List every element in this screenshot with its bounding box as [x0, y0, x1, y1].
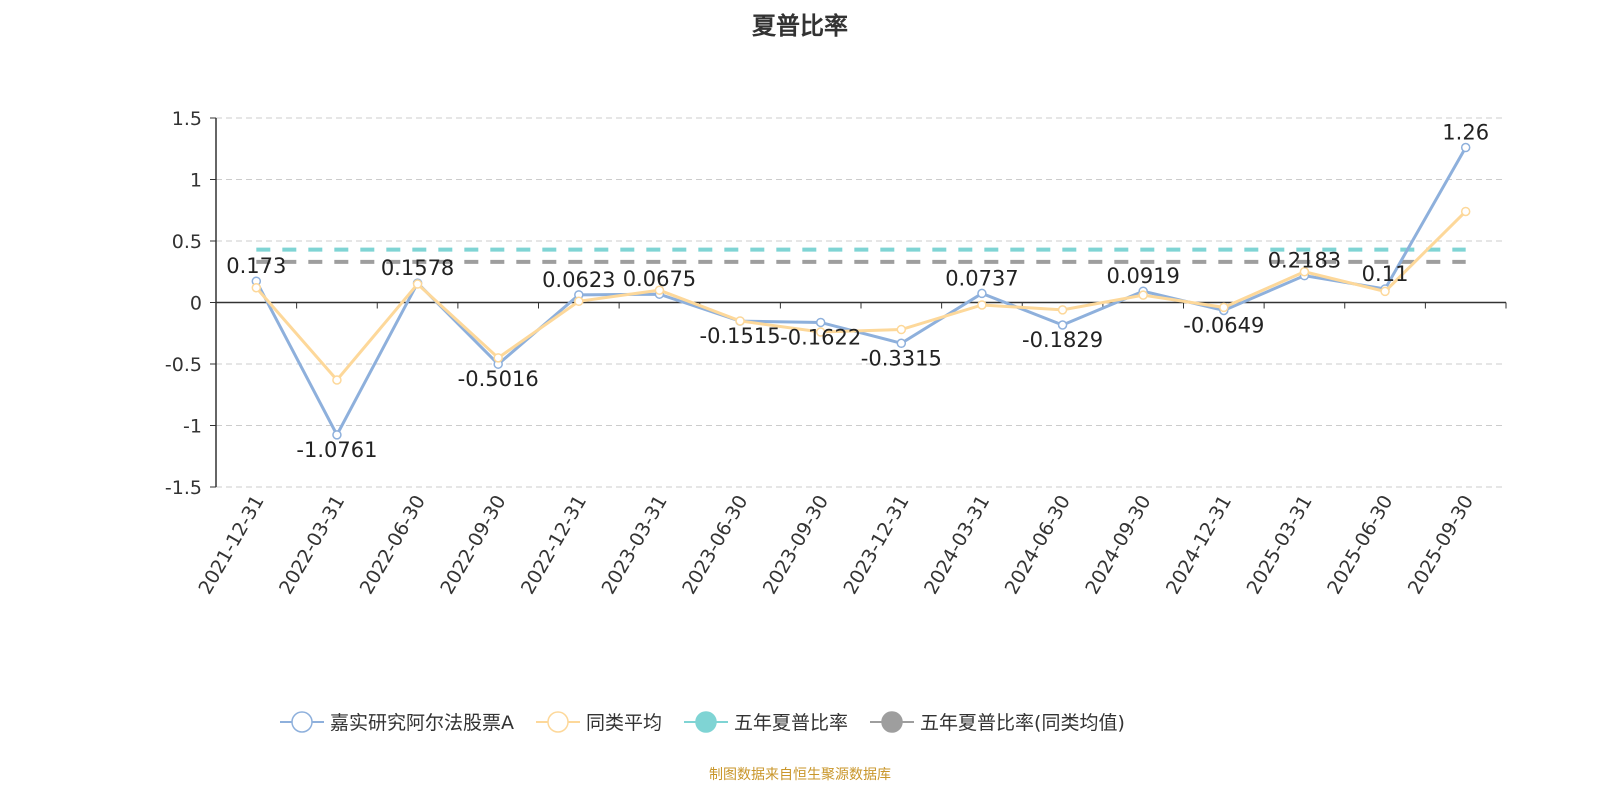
fund-point [1460, 142, 1471, 153]
peer-average-line [255, 210, 1467, 383]
legend-marker-icon [536, 710, 580, 733]
y-tick-label: 1 [190, 170, 202, 192]
data-label: -0.5016 [458, 367, 539, 391]
x-tick-label: 2022-06-30 [356, 492, 430, 599]
fund-point [896, 338, 907, 349]
fund-point [332, 430, 342, 440]
legend: 嘉实研究阿尔法股票A 同类平均 五年夏普比率 五年夏普比率(同类均值) [280, 708, 1125, 735]
x-tick-label: 2021-12-31 [194, 492, 268, 599]
x-tick-label: 2022-12-31 [517, 492, 591, 599]
peer-point [574, 296, 584, 307]
x-tick-label: 2025-03-31 [1243, 492, 1317, 599]
legend-marker-icon [684, 710, 729, 733]
peer-point [412, 279, 423, 289]
peer-point [896, 324, 907, 335]
fund-point [815, 317, 826, 328]
peer-point [1299, 267, 1310, 277]
data-label: 0.0675 [623, 267, 696, 291]
x-tick-label: 2023-09-30 [759, 492, 833, 599]
data-label: -0.1829 [1022, 328, 1103, 352]
legend-item[interactable]: 五年夏普比率 [684, 708, 848, 735]
data-label: 0.2183 [1268, 249, 1341, 273]
chart-title: 夏普比率 [752, 12, 848, 40]
y-tick-label: -0.5 [165, 354, 202, 376]
x-tick-label: 2024-12-31 [1162, 492, 1236, 599]
peer-point [815, 327, 826, 337]
y-tick-label: 0 [190, 293, 202, 315]
data-label: -0.0649 [1183, 313, 1264, 337]
x-tick-label: 2025-09-30 [1404, 492, 1478, 599]
peer-point [1460, 206, 1471, 217]
x-tick-label: 2024-06-30 [1001, 492, 1075, 599]
peer-point [735, 316, 745, 326]
data-label: -1.0761 [296, 438, 377, 462]
y-tick-label: 0.5 [172, 231, 202, 253]
data-label: 0.0737 [945, 266, 1018, 290]
peer-point [654, 285, 665, 295]
x-tick-label: 2025-06-30 [1323, 492, 1397, 599]
legend-item[interactable]: 嘉实研究阿尔法股票A [280, 708, 514, 735]
fund-point [977, 288, 987, 299]
data-label: 0.1578 [381, 256, 454, 280]
data-label: 0.0919 [1106, 264, 1179, 288]
legend-marker-icon [280, 710, 324, 733]
data-label: 0.173 [226, 254, 286, 278]
x-tick-label: 2022-03-31 [275, 492, 349, 599]
legend-label: 嘉实研究阿尔法股票A [330, 712, 514, 734]
data-label: -0.3315 [861, 346, 942, 370]
y-tick-label: 1.5 [172, 108, 202, 130]
peer-point [1219, 302, 1229, 313]
fund-line [254, 146, 1467, 439]
data-label: -0.1622 [780, 325, 861, 349]
peer-point [1380, 286, 1390, 297]
data-label: -0.1515 [700, 324, 781, 348]
data-label: 0.11 [1362, 262, 1409, 286]
fund-point [1057, 320, 1068, 330]
x-tick-label: 2023-06-30 [678, 492, 752, 599]
legend-label: 同类平均 [586, 712, 663, 734]
x-tick-label: 2022-09-30 [436, 492, 510, 599]
x-tick-label: 2024-03-31 [920, 492, 994, 599]
x-tick-label: 2023-12-31 [839, 492, 913, 599]
peer-point [977, 300, 987, 310]
legend-marker-icon [870, 710, 915, 733]
legend-label: 五年夏普比率 [734, 712, 849, 734]
peer-point [493, 353, 503, 363]
y-tick-label: -1.5 [165, 477, 202, 499]
source-note: 制图数据来自恒生聚源数据库 [709, 767, 891, 783]
legend-item[interactable]: 五年夏普比率(同类均值) [870, 708, 1125, 735]
data-label: 1.26 [1442, 121, 1489, 145]
x-tick-label: 2023-03-31 [598, 492, 672, 599]
peer-point [1138, 290, 1148, 300]
y-tick-label: -1 [183, 416, 202, 438]
peer-point [332, 375, 342, 385]
legend-item[interactable]: 同类平均 [536, 708, 662, 735]
legend-label: 五年夏普比率(同类均值) [920, 712, 1125, 734]
x-tick-label: 2024-09-30 [1081, 492, 1155, 599]
peer-point [251, 282, 262, 293]
data-label: 0.0623 [542, 268, 615, 292]
peer-point [1057, 305, 1068, 315]
